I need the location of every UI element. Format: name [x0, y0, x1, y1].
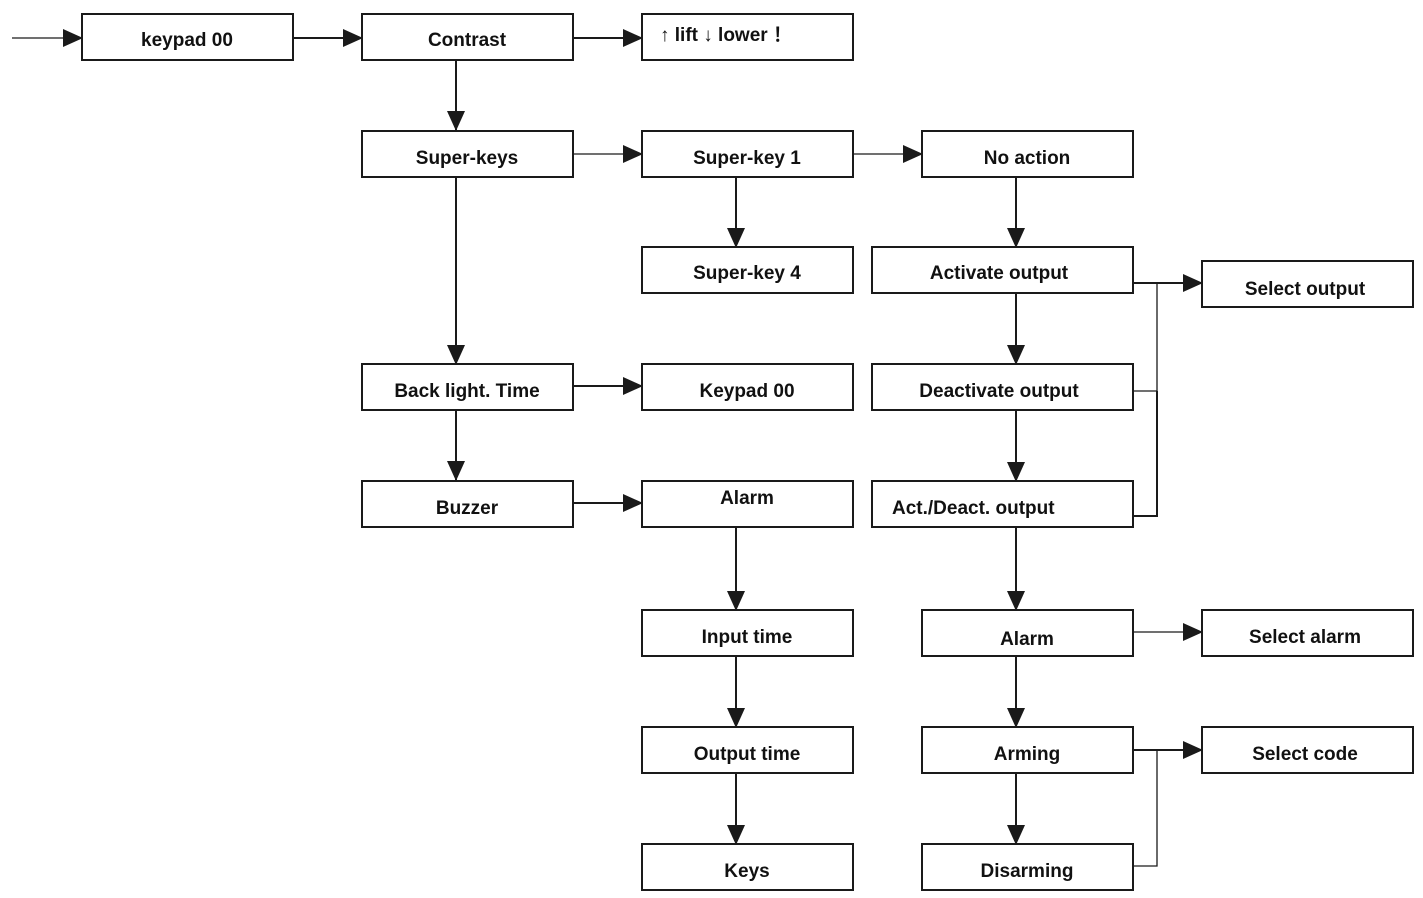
- node-label: Disarming: [981, 861, 1074, 882]
- bracket-output-group: [1133, 283, 1158, 392]
- node-keypad-00-target: Keypad 00: [641, 363, 854, 411]
- node-no-action: No action: [921, 130, 1134, 178]
- node-label: Alarm: [1000, 629, 1054, 650]
- node-label: Back light. Time: [394, 381, 539, 402]
- node-label: Output time: [694, 744, 801, 765]
- node-keypad-00: keypad 00: [81, 13, 294, 61]
- connectors: [12, 29, 1203, 867]
- node-label: Super-keys: [416, 148, 518, 169]
- node-select-code: Select code: [1201, 726, 1414, 774]
- node-super-key-4: Super-key 4: [641, 246, 854, 294]
- node-label: Select output: [1245, 279, 1366, 300]
- node-activate-output: Activate output: [871, 246, 1134, 294]
- node-label: Super-key 4: [693, 263, 801, 284]
- node-act-deact-output: Act./Deact. output: [871, 480, 1134, 528]
- node-output-time: Output time: [641, 726, 854, 774]
- bracket-disarming: [1133, 750, 1158, 867]
- node-label: Super-key 1: [693, 148, 801, 169]
- node-label: Act./Deact. output: [892, 498, 1055, 519]
- node-input-time: Input time: [641, 609, 854, 657]
- node-disarming: Disarming: [921, 843, 1134, 891]
- node-select-output: Select output: [1201, 260, 1414, 308]
- node-back-light-time: Back light. Time: [361, 363, 574, 411]
- node-label: Deactivate output: [919, 381, 1079, 402]
- node-select-alarm: Select alarm: [1201, 609, 1414, 657]
- node-super-key-1: Super-key 1: [641, 130, 854, 178]
- node-contrast: Contrast: [361, 13, 574, 61]
- node-keys: Keys: [641, 843, 854, 891]
- node-label: Select code: [1252, 744, 1358, 765]
- node-label: No action: [984, 148, 1071, 169]
- node-buzzer: Buzzer: [361, 480, 574, 528]
- node-label: Activate output: [930, 263, 1069, 284]
- node-label: Select alarm: [1249, 627, 1361, 648]
- node-label: keypad 00: [141, 30, 233, 51]
- node-super-keys: Super-keys: [361, 130, 574, 178]
- node-alarm-action: Alarm: [921, 609, 1134, 657]
- node-label: Alarm: [720, 488, 774, 509]
- bracket-actdeact: [1133, 391, 1158, 517]
- node-label: Keys: [724, 861, 769, 882]
- node-alarm-buzzer: Alarm: [641, 480, 854, 528]
- node-label: Buzzer: [436, 498, 499, 519]
- node-label: Keypad 00: [699, 381, 794, 402]
- node-label: Arming: [994, 744, 1061, 765]
- node-label: Input time: [702, 627, 793, 648]
- node-arming: Arming: [921, 726, 1134, 774]
- node-label: Contrast: [428, 30, 507, 51]
- node-lift-lower: ↑ lift ↓ lower ！: [641, 13, 854, 61]
- node-deactivate-output: Deactivate output: [871, 363, 1134, 411]
- node-label: ↑ lift ↓ lower ！: [660, 25, 792, 46]
